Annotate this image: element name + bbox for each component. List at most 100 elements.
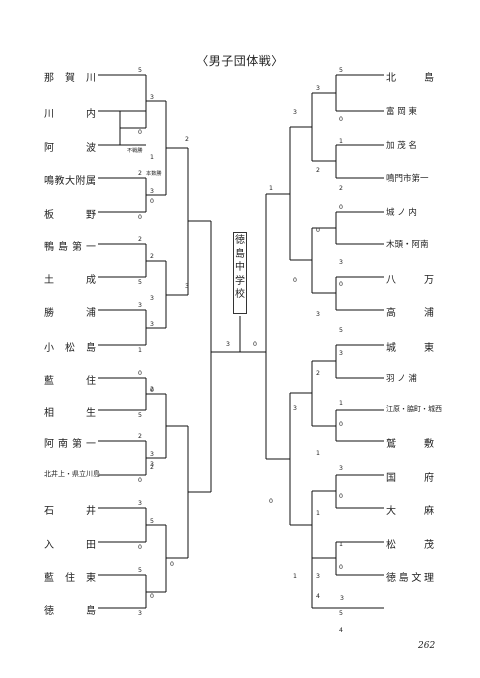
left-team-name: 土 成 bbox=[44, 275, 96, 286]
score-label: 3 bbox=[226, 341, 230, 348]
score-label: 1 bbox=[339, 400, 343, 407]
score-label: 1 bbox=[138, 347, 142, 354]
score-label: 本数勝 bbox=[146, 169, 162, 177]
left-team-name: 入 田 bbox=[44, 540, 96, 551]
score-label: 2 bbox=[316, 167, 320, 174]
right-team-name: 国 府 bbox=[386, 473, 434, 484]
score-label: 3 bbox=[138, 302, 142, 309]
score-label: 3 bbox=[339, 350, 343, 357]
score-label: 5 bbox=[339, 327, 343, 334]
left-team-name: 藍 住 東 bbox=[44, 573, 96, 584]
score-label: 0 bbox=[339, 564, 343, 571]
champion-char: 中 bbox=[235, 262, 245, 274]
right-team-name: 大 麻 bbox=[386, 506, 434, 517]
score-label: 3 bbox=[316, 573, 320, 580]
score-label: 5 bbox=[138, 67, 142, 74]
score-label: 3 bbox=[150, 451, 154, 458]
score-label: 0 bbox=[339, 493, 343, 500]
right-team-name: 北 島 bbox=[386, 73, 434, 84]
right-team-name: 城 ノ 内 bbox=[386, 208, 417, 218]
score-label: 2 bbox=[150, 253, 154, 260]
score-label: 1 bbox=[150, 154, 154, 161]
score-label: 5 bbox=[339, 67, 343, 74]
right-team-name: 高 浦 bbox=[386, 308, 434, 319]
score-label: 0 bbox=[150, 387, 154, 394]
score-label: 3 bbox=[150, 321, 154, 328]
score-label: 5 bbox=[138, 279, 142, 286]
left-team-name: 那 賀 川 bbox=[44, 73, 96, 84]
score-label: 1 bbox=[316, 510, 320, 517]
score-label: 2 bbox=[138, 236, 142, 243]
score-label: 0 bbox=[339, 116, 343, 123]
score-label: 0 bbox=[138, 370, 142, 377]
score-label: 3 bbox=[339, 465, 343, 472]
score-label: 3 bbox=[339, 259, 343, 266]
left-team-name: 川 内 bbox=[44, 109, 96, 120]
score-label: 3 bbox=[293, 405, 297, 412]
page-number: 262 bbox=[418, 641, 436, 651]
score-label: 5 bbox=[138, 567, 142, 574]
score-label: 0 bbox=[316, 227, 320, 234]
score-label: 2 bbox=[339, 185, 343, 192]
score-label: 3 bbox=[150, 461, 154, 468]
right-team-name: 鷲 敷 bbox=[386, 439, 434, 450]
score-label: 0 bbox=[138, 544, 142, 551]
score-label: 0 bbox=[138, 214, 142, 221]
score-label: 3 bbox=[150, 188, 154, 195]
score-label: 3 bbox=[150, 295, 154, 302]
left-team-name: 阿南第一 bbox=[44, 439, 96, 450]
score-label: 1 bbox=[269, 185, 273, 192]
score-label: 不戦勝 bbox=[127, 146, 143, 154]
score-label: 1 bbox=[293, 573, 297, 580]
score-label: 2 bbox=[316, 370, 320, 377]
left-team-name: 鳴教大附属 bbox=[44, 176, 96, 187]
score-label: 4 bbox=[316, 593, 320, 600]
champion-char: 校 bbox=[235, 289, 245, 301]
right-team-name: 羽 ノ 浦 bbox=[386, 374, 417, 384]
score-label: 5 bbox=[150, 518, 154, 525]
score-label: 3 bbox=[150, 94, 154, 101]
score-label: 3 bbox=[138, 500, 142, 507]
score-label: 0 bbox=[253, 341, 257, 348]
score-label: 0 bbox=[170, 561, 174, 568]
score-label: 2 bbox=[150, 464, 154, 471]
score-label: 1 bbox=[339, 541, 343, 548]
champion-char: 島 bbox=[235, 248, 245, 260]
left-team-name: 鴨島第一 bbox=[44, 242, 96, 253]
left-team-name: 阿 波 bbox=[44, 143, 96, 154]
champion-box: 徳 島 中 学 校 bbox=[233, 232, 247, 314]
right-team-name: 松 茂 bbox=[386, 540, 434, 551]
score-label: 0 bbox=[339, 204, 343, 211]
right-team-name: 徳島文理 bbox=[386, 573, 434, 584]
right-team-name: 八 万 bbox=[386, 275, 434, 286]
score-label: 3 bbox=[340, 595, 344, 602]
score-label: 2 bbox=[138, 433, 142, 440]
right-team-name: 富 岡 東 bbox=[386, 107, 417, 117]
right-team-name: 木頭・阿南 bbox=[386, 240, 429, 250]
score-label: 0 bbox=[339, 281, 343, 288]
score-label: 5 bbox=[339, 610, 343, 617]
score-label: 0 bbox=[339, 421, 343, 428]
score-label: 0 bbox=[138, 129, 142, 136]
score-label: 0 bbox=[269, 498, 273, 505]
left-team-name: 小 松 島 bbox=[44, 343, 96, 354]
left-team-name: 石 井 bbox=[44, 506, 96, 517]
score-label: 5 bbox=[138, 412, 142, 419]
score-label: 1 bbox=[339, 138, 343, 145]
right-team-name: 加 茂 名 bbox=[386, 141, 417, 151]
score-label: 0 bbox=[138, 477, 142, 484]
score-label: 2 bbox=[185, 136, 189, 143]
score-label: 3 bbox=[138, 610, 142, 617]
score-label: 2 bbox=[138, 170, 142, 177]
score-label: 0 bbox=[293, 277, 297, 284]
left-team-name: 徳 島 bbox=[44, 606, 96, 617]
score-label: 3 bbox=[185, 283, 189, 290]
score-label: 3 bbox=[293, 109, 297, 116]
left-team-name: 相 生 bbox=[44, 408, 96, 419]
left-team-name: 板 野 bbox=[44, 210, 96, 221]
score-label: 1 bbox=[316, 450, 320, 457]
score-label: 3 bbox=[316, 311, 320, 318]
left-team-name: 勝 浦 bbox=[44, 308, 96, 319]
